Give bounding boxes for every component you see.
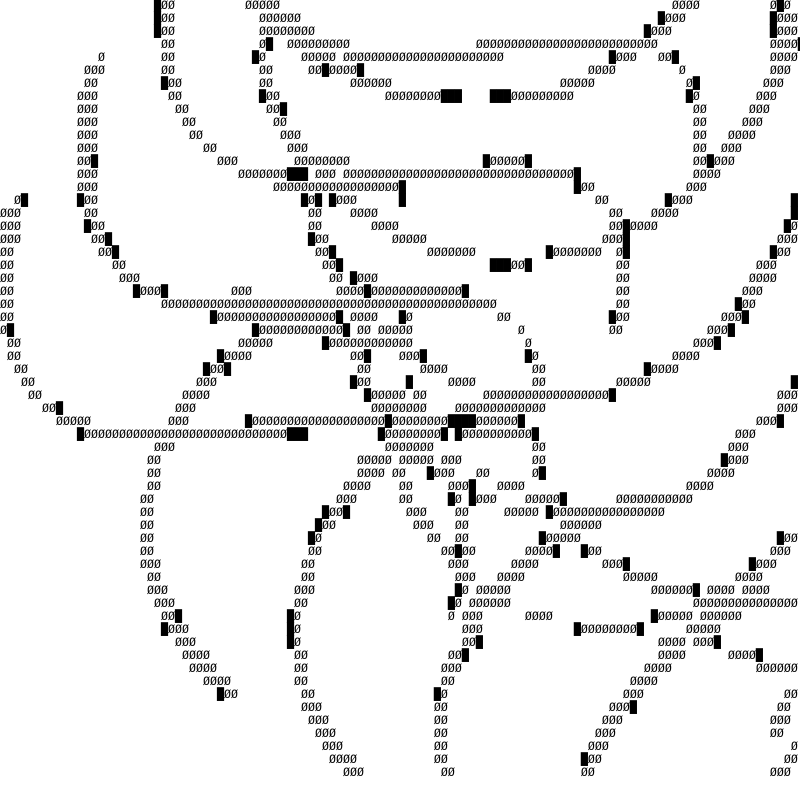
ascii-art-line: Ø█ █ØØØØØØØØØØØØ█ ØØ ØØØØØ Ø ØØ ØØØ█ bbox=[0, 323, 735, 337]
ascii-art-line: ØØ █ØØ ØØØ ØØ ØØØØØØ bbox=[0, 518, 602, 532]
ascii-art-line: ØØØ ØØ ØØØ ØØ ØØØ bbox=[0, 141, 742, 155]
ascii-art-line: █ØØ ØØØØØØ █ØØØ █ØØØ bbox=[0, 11, 798, 25]
ascii-art-line: ØØ ØØ█ ØØ█ ØØØØØØØ █ØØØØØØØ Ø█ █ØØ bbox=[0, 245, 791, 259]
ascii-art-line: ØØØ ØØ█ █ØØ ØØØØØ ØØØ█ ØØØ bbox=[0, 232, 798, 246]
ascii-art-line: ØØØ █Ø ØØ█ ØØØØ ØØØ█ bbox=[0, 635, 721, 649]
ascii-art-line: █ØØØØØØØØØØØØØØØØØØØØØØØØØØØØØ███ █ØØØØØ… bbox=[0, 427, 756, 441]
ascii-art-line: ØØ █ØØ█ ØØ ØØØØ ØØ █ØØØØ bbox=[0, 362, 679, 376]
ascii-art-line: ØØØ ØØ ØØ ØØØØ ØØ ØØØØ █ bbox=[0, 206, 798, 220]
ascii-art-line: ØØ █ØØ ØØ ØØØØØØ ØØØØØ Ø█ ØØØ bbox=[0, 76, 784, 90]
ascii-art-line: ØØ █ØØØØ ØØ█ ØØØ█ █Ø ØØØØ bbox=[0, 349, 700, 363]
ascii-art-line: ØØØ ØØ ØØØ ØØØ bbox=[0, 713, 791, 727]
ascii-art-line: ØØ ØØØØ █ØØØØØ ØØ ØØØØØØØØØØØØØØØØØØ█ ØØ… bbox=[0, 388, 798, 402]
ascii-art-line: ØØØ ØØØ █Ø ØØØØØ ØØØØØØ█ ØØØØ ØØØØ bbox=[0, 583, 770, 597]
ascii-art-line: ØØØ ØØØØØØØ ØØ ØØØ bbox=[0, 440, 749, 454]
ascii-art-line: ØØØØ ØØ ØØ█ ØØØØ ØØØØ█ bbox=[0, 648, 763, 662]
ascii-art-line: ØØØ ØØ █ØØ ØØØØØØØØ███ ███ØØØØØØØØØ █Ø Ø… bbox=[0, 89, 777, 103]
ascii-art-line: ØØØ ØØ ØØØ ØØ ØØØØ bbox=[0, 128, 756, 142]
ascii-art-line: ØØ ØØØØØ ØØØØØ ØØØ ØØ █ØØØ bbox=[0, 453, 749, 467]
ascii-art-line: ØØ █ØØØØØØØØØØØØØØØØØ█ ØØØØ █Ø ØØ █ØØ ØØ… bbox=[0, 310, 749, 324]
ascii-art-line: ØØ ØØ ØØ█ ███ØØ█ ØØ ØØØ bbox=[0, 258, 777, 272]
ascii-art-line: ØØ ØØØØ ØØ ØØØ█ ØØØØ ØØØØ bbox=[0, 479, 714, 493]
ascii-art-line: █ØØ ØØØØØ ØØØØ Ø█Ø bbox=[0, 0, 791, 12]
ascii-art-line: ØØ ØØØØ ØØ █ØØØ ØØ Ø█ ØØØØ bbox=[0, 466, 735, 480]
ascii-art-line: ØØ ØØ ØØ█ØØ ØØØØ█ █ØØ ØØØ bbox=[0, 544, 791, 558]
ascii-art-line: ØØ Ø█ ØØØØØØØØØ ØØØØØØØØØØØØØØØØØØØØØØØØ… bbox=[0, 37, 800, 51]
ascii-art-line: ØØØ ØØØØØØØØØØØØØØØØØØ█ █ØØ ØØØ bbox=[0, 180, 707, 194]
ascii-art-line: Ø ØØ █Ø ØØØØØ ØØØØØØØØØØØØØØØØØØØØØØØ █Ø… bbox=[0, 50, 798, 64]
ascii-art-line: ØØ ØØØØØ █ØØØØØØØØØØØØ Ø ØØØ█ bbox=[0, 336, 721, 350]
ascii-art-line: █ØØ ØØ █Ø ØØØ ØØ bbox=[0, 687, 798, 701]
ascii-art-line: █ØØØ █Ø ØØØ █ØØØØØØØØ█ ØØØØØ bbox=[0, 622, 721, 636]
ascii-art-line: ØØ ØØØ ØØ █ØØØ ØØ ØØØØ bbox=[0, 271, 777, 285]
ascii-art-line: ØØØ ØØ ØØ ØØØ bbox=[0, 765, 791, 779]
ascii-art-line: ØØØ ØØ ØØØ ØØØØ ØØØ█ █ØØØ bbox=[0, 557, 777, 571]
ascii-art-line: ØØØ ØØ ØØØ█ ØØ bbox=[0, 700, 791, 714]
ascii-art-line: █ØØ ØØØØØØØØ █ØØØ █ØØØ bbox=[0, 24, 798, 38]
ascii-art-line: ØØ ØØØØØØØØØØØØØØØØØØØØØØØØØØØØØØØØØØØØØ… bbox=[0, 297, 756, 311]
ascii-art-line: ØØØ ØØ ØØØ Ø bbox=[0, 739, 798, 753]
ascii-art-line: ØØØ ØØ ØØ ØØ█ØØØØ█ ØØØØ Ø ØØØ bbox=[0, 63, 791, 77]
ascii-art-line: ØØØ ØØØØØØØ███ ØØØ ØØØØØØØØØØØØØØØØØØØØØ… bbox=[0, 167, 721, 181]
ascii-art-line: ØØ█ ØØØ ØØØØØØØØ ØØØØØØØØØØØØØ ØØØ bbox=[0, 401, 798, 415]
ascii-art-line: ØØ█ ØØØ ØØØØØØØØ █ØØØØØ█ ØØ█ØØØ bbox=[0, 154, 735, 168]
ascii-art-line: ØØØØ ØØ ØØ ØØØØ bbox=[0, 674, 658, 688]
ascii-art-canvas: █ØØ ØØØØØ ØØØØ Ø█Ø █ØØ ØØØØØØ █ØØØ bbox=[0, 0, 800, 779]
ascii-art-line: ØØ ØØØ █ØØ █ ØØØØ ØØ ØØØØØ █ bbox=[0, 375, 798, 389]
ascii-art-line: ØØ █ØØ█ ØØØ ØØ ØØØØØ █ØØØØØØØØØØØØØØØØ bbox=[0, 505, 665, 519]
ascii-art-line: Ø█ █ØØ █Ø█ █ØØØ █ ØØ █ØØØ █ bbox=[0, 193, 798, 207]
ascii-art-line: ØØØØØ ØØØ █ØØØØØØØØØØØØØØØØØØØ█ØØØØØØØØ█… bbox=[0, 414, 784, 428]
ascii-art-line: ØØØ ØØ ØØØ ØØ bbox=[0, 726, 784, 740]
ascii-art-line: ØØ █ØØØ█ ØØØ ØØØØ█ØØØØØØØØØØØØØ█ ØØ ØØØ bbox=[0, 284, 763, 298]
ascii-art-line: ØØØ ØØ ØØ ØØ ØØØ bbox=[0, 115, 763, 129]
ascii-art-line: ØØ █Ø ØØ ØØ █ØØØØØ █ØØ bbox=[0, 531, 798, 545]
ascii-art-line: ØØØ ØØ █Ø ØØØØØØ ØØØØØØØØØØØØØØØ bbox=[0, 596, 798, 610]
ascii-art-line: ØØ█ █Ø Ø ØØØ ØØØØ █ØØØØØ ØØØØØØ bbox=[0, 609, 742, 623]
ascii-art-line: ØØØØ ØØ █ØØ ØØ bbox=[0, 752, 798, 766]
ascii-art-line: ØØØ ØØ ØØ█ ØØ ØØØ bbox=[0, 102, 770, 116]
ascii-art-line: ØØØ █ØØ ØØ ØØØØ ØØ█ØØØØ █Ø bbox=[0, 219, 798, 233]
ascii-art-line: ØØ ØØ ØØØ ØØØØ ØØØØØ ØØØØ bbox=[0, 570, 763, 584]
ascii-art-line: ØØØØ ØØ ØØØ ØØØØ ØØØØØØ bbox=[0, 661, 798, 675]
ascii-art-line: ØØ ØØØ ØØ █Ø █ØØØ ØØØØØ█ ØØØØØØØØØØØ bbox=[0, 492, 693, 506]
